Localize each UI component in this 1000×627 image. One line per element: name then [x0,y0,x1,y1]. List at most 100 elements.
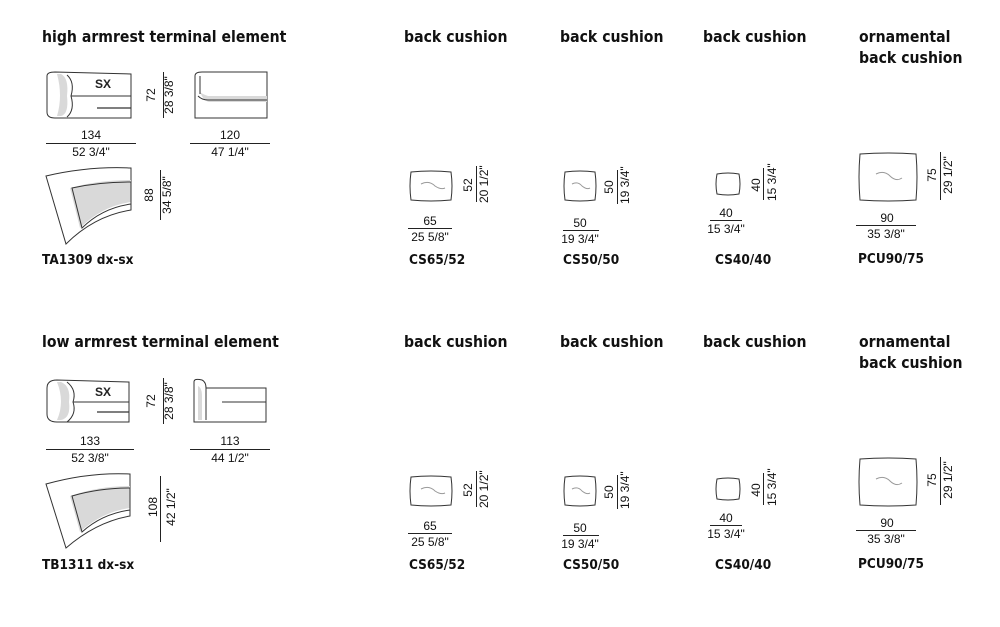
cushion-height-in: 20 1/2" [477,470,491,508]
side-label-sx: SX [95,77,111,91]
cushion-width-cm: 50 [573,216,587,230]
cushion-width-rule [563,230,599,231]
width1-rule [46,449,134,450]
sofa-top-view-icon: SX [46,379,130,423]
cushion-width-in: 19 3/4" [561,232,599,246]
width1-in: 52 3/4" [72,145,110,159]
cushion-width-in: 15 3/4" [707,527,745,541]
section-title-low-armrest: low armrest terminal element [42,332,279,351]
cushion-height-cm: 40 [749,483,763,497]
cushion-40-icon [715,172,741,196]
width2-rule [190,449,270,450]
height-dimension-line [163,72,164,118]
product-code: CS50/50 [563,252,620,268]
cushion-title: back cushion [703,27,807,46]
width1-cm: 133 [79,434,101,448]
cushion-height-in: 20 1/2" [477,165,491,203]
cushion-40-icon [715,477,741,501]
depth-dimension-line [160,170,161,220]
cushion-width-rule [563,535,599,536]
cushion-height-rule [763,473,764,505]
cushion-65-icon [409,475,453,507]
width1-rule [46,143,136,144]
product-code: PCU90/75 [858,251,924,267]
product-code-ta1309: TA1309 dx-sx [42,252,134,268]
cushion-height-rule [617,170,618,204]
cushion-height-rule [476,471,477,507]
cushion-width-rule [408,533,452,534]
ornamental-cushion-icon [858,152,918,202]
cushion-width-cm: 65 [423,519,437,533]
cushion-65-icon [409,170,453,202]
section-title-high-armrest: high armrest terminal element [42,27,287,46]
cushion-width-cm: 40 [719,511,733,525]
cushion-height-in: 29 1/2" [941,156,955,194]
cushion-width-rule [710,525,742,526]
width2-in: 44 1/2" [211,451,249,465]
product-code: CS65/52 [409,557,466,573]
sofa-curved-section-icon [45,167,132,245]
cushion-height-in: 19 3/4" [618,166,632,204]
cushion-title-line2: back cushion [859,48,963,67]
product-code-tb1311: TB1311 dx-sx [42,557,135,573]
ornamental-cushion-icon [858,457,918,507]
width1-cm: 134 [80,128,102,142]
cushion-width-in: 19 3/4" [561,537,599,551]
cushion-height-rule [763,168,764,200]
height-in: 28 3/8" [162,76,176,114]
height-cm: 72 [144,394,158,408]
width2-cm: 120 [219,128,241,142]
height-dimension-line [163,378,164,424]
cushion-title-line1: ornamental [859,332,951,351]
width2-rule [190,143,270,144]
cushion-height-cm: 50 [602,180,616,194]
product-code: CS40/40 [715,252,772,268]
cushion-width-cm: 65 [423,214,437,228]
sofa-front-view-icon [194,71,268,119]
cushion-50-icon [563,170,597,202]
cushion-height-rule [940,152,941,200]
cushion-title-line2: back cushion [859,353,963,372]
cushion-height-in: 19 3/4" [618,471,632,509]
cushion-height-in: 15 3/4" [765,163,779,201]
cushion-width-cm: 50 [573,521,587,535]
depth-dimension-line [160,476,161,542]
sofa-front-view-icon [193,378,267,423]
cushion-width-in: 35 3/8" [867,532,905,546]
cushion-title: back cushion [560,332,664,351]
cushion-height-cm: 75 [925,473,939,487]
height-in: 28 3/8" [162,382,176,420]
cushion-width-in: 15 3/4" [707,222,745,236]
width2-cm: 113 [220,434,240,448]
depth-cm: 88 [142,188,156,202]
cushion-width-rule [856,225,916,226]
cushion-height-cm: 52 [461,483,475,497]
cushion-height-cm: 75 [925,168,939,182]
product-code: CS50/50 [563,557,620,573]
cushion-height-rule [617,475,618,509]
cushion-height-in: 15 3/4" [765,468,779,506]
width2-in: 47 1/4" [211,145,249,159]
cushion-width-rule [710,220,742,221]
cushion-height-in: 29 1/2" [941,461,955,499]
product-code: CS40/40 [715,557,772,573]
cushion-height-cm: 40 [749,178,763,192]
depth-in: 42 1/2" [164,488,178,526]
cushion-height-cm: 52 [461,178,475,192]
cushion-width-cm: 90 [880,211,894,225]
width1-in: 52 3/8" [71,451,109,465]
cushion-width-in: 25 5/8" [411,535,449,549]
cushion-title: back cushion [560,27,664,46]
sofa-top-view-icon: SX [46,71,132,119]
product-code: PCU90/75 [858,556,924,572]
side-label-sx: SX [95,385,111,399]
cushion-title: back cushion [703,332,807,351]
cushion-width-in: 35 3/8" [867,227,905,241]
height-cm: 72 [144,88,158,102]
cushion-width-in: 25 5/8" [411,230,449,244]
depth-cm: 108 [146,496,160,518]
cushion-height-cm: 50 [602,485,616,499]
cushion-height-rule [940,457,941,505]
cushion-title-line1: ornamental [859,27,951,46]
cushion-50-icon [563,475,597,507]
